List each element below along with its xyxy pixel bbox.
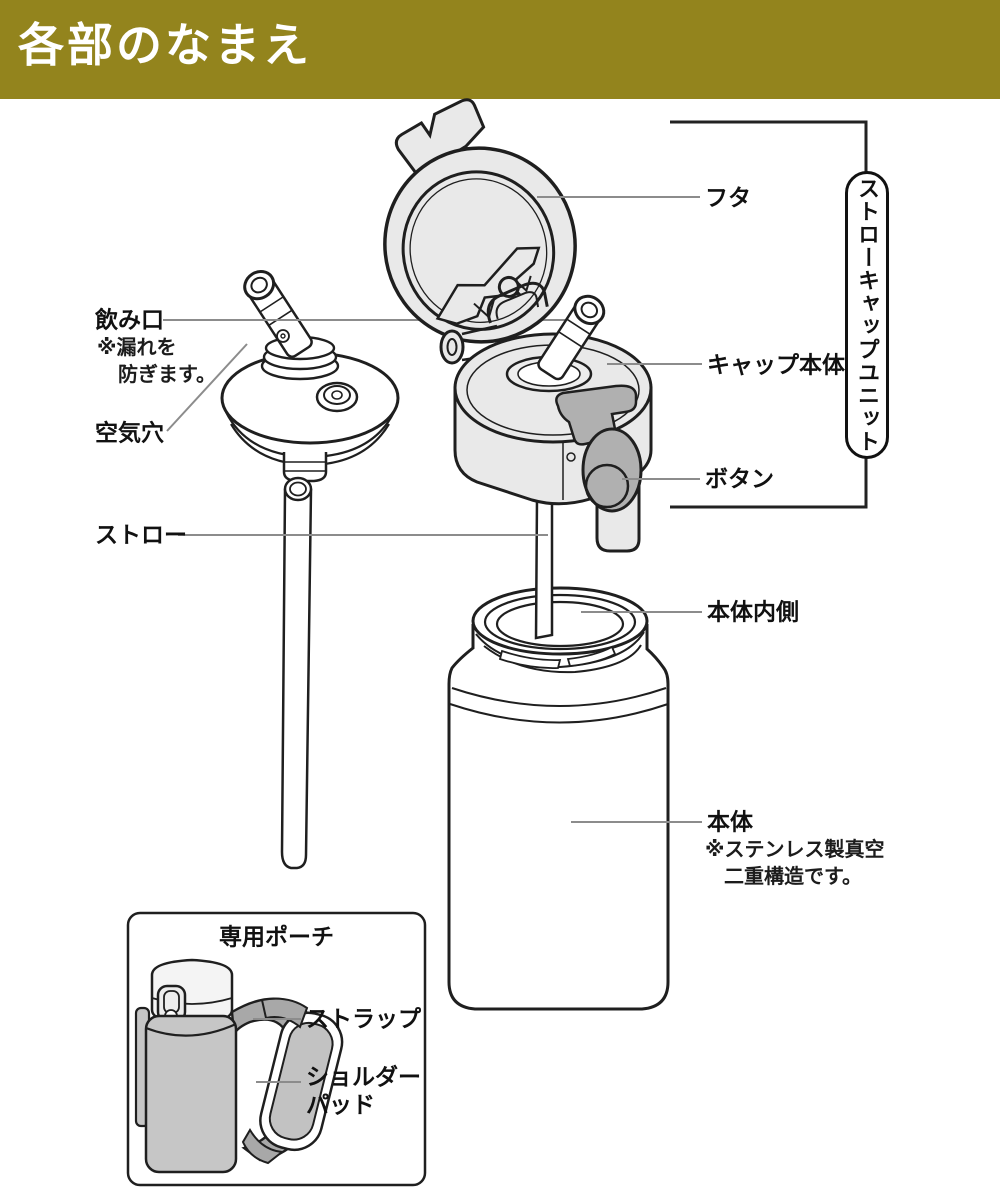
mouthpiece-disc-illustration — [220, 269, 400, 483]
bottle-thread-detail — [475, 631, 645, 674]
page-title: 各部のなまえ — [18, 19, 312, 71]
label-mouthpiece-note-2: 防ぎます。 — [118, 364, 216, 386]
label-body-inside: 本体内側 — [707, 598, 799, 625]
label-shoulder-pad-1: ショルダー — [306, 1063, 421, 1090]
label-straw-cap-unit: ストローキャップユニット — [845, 171, 889, 459]
label-body: 本体 — [707, 808, 753, 835]
label-button: ボタン — [705, 465, 774, 492]
leader-lines — [166, 196, 702, 1083]
label-lid: フタ — [705, 184, 751, 211]
page-header: 各部のなまえ — [0, 0, 1000, 99]
label-body-note-1: ※ステンレス製真空 — [705, 839, 885, 861]
cap-straw-tube — [534, 496, 554, 640]
label-shoulder-pad-2: パッド — [306, 1091, 375, 1118]
cap-body-illustration — [453, 294, 653, 553]
label-straw: ストロー — [95, 521, 187, 548]
straw-illustration — [280, 476, 313, 870]
lid-illustration — [383, 98, 577, 365]
label-mouthpiece-note-1: ※漏れを — [97, 337, 177, 359]
label-air-hole: 空気穴 — [95, 419, 164, 446]
label-pouch-title: 専用ポーチ — [219, 923, 334, 950]
label-cap-body: キャップ本体 — [707, 351, 845, 378]
label-mouthpiece: 飲み口 — [95, 306, 164, 333]
label-strap: ストラップ — [306, 1005, 421, 1032]
pouch-illustration — [126, 911, 427, 1187]
bottle-illustration — [447, 586, 670, 1011]
unit-bracket — [670, 120, 868, 509]
label-body-note-2: 二重構造です。 — [724, 866, 862, 888]
